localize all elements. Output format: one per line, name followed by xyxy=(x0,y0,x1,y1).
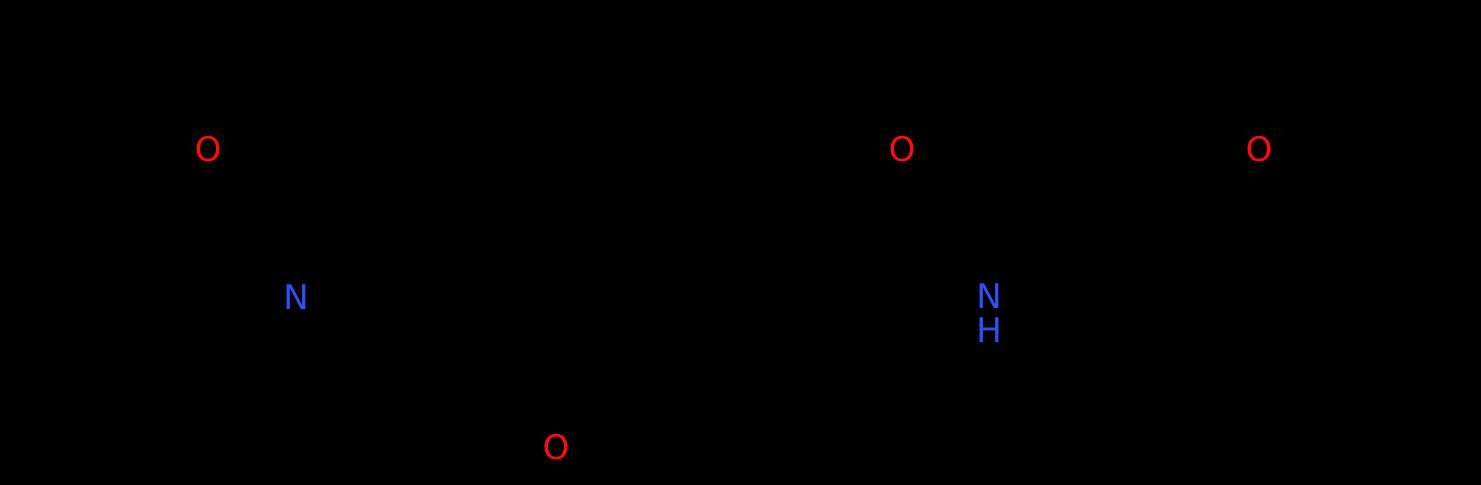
atom-symbol: O xyxy=(542,428,570,468)
atom-symbol: N xyxy=(976,277,1002,317)
atom-symbol: O xyxy=(888,130,916,170)
atom-symbol: O xyxy=(1245,130,1273,170)
atom-symbol: N xyxy=(283,278,309,318)
oxygen-atom-label: O xyxy=(1246,133,1273,167)
oxygen-atom-label: O xyxy=(543,431,570,465)
oxygen-atom-label: O xyxy=(195,133,222,167)
nitrogen-atom-label: N xyxy=(283,281,308,315)
hydrogen-symbol: H xyxy=(976,311,1002,351)
atom-symbol: O xyxy=(194,130,222,170)
amide-nh-label: N H xyxy=(976,280,1002,348)
oxygen-atom-label: O xyxy=(889,133,916,167)
